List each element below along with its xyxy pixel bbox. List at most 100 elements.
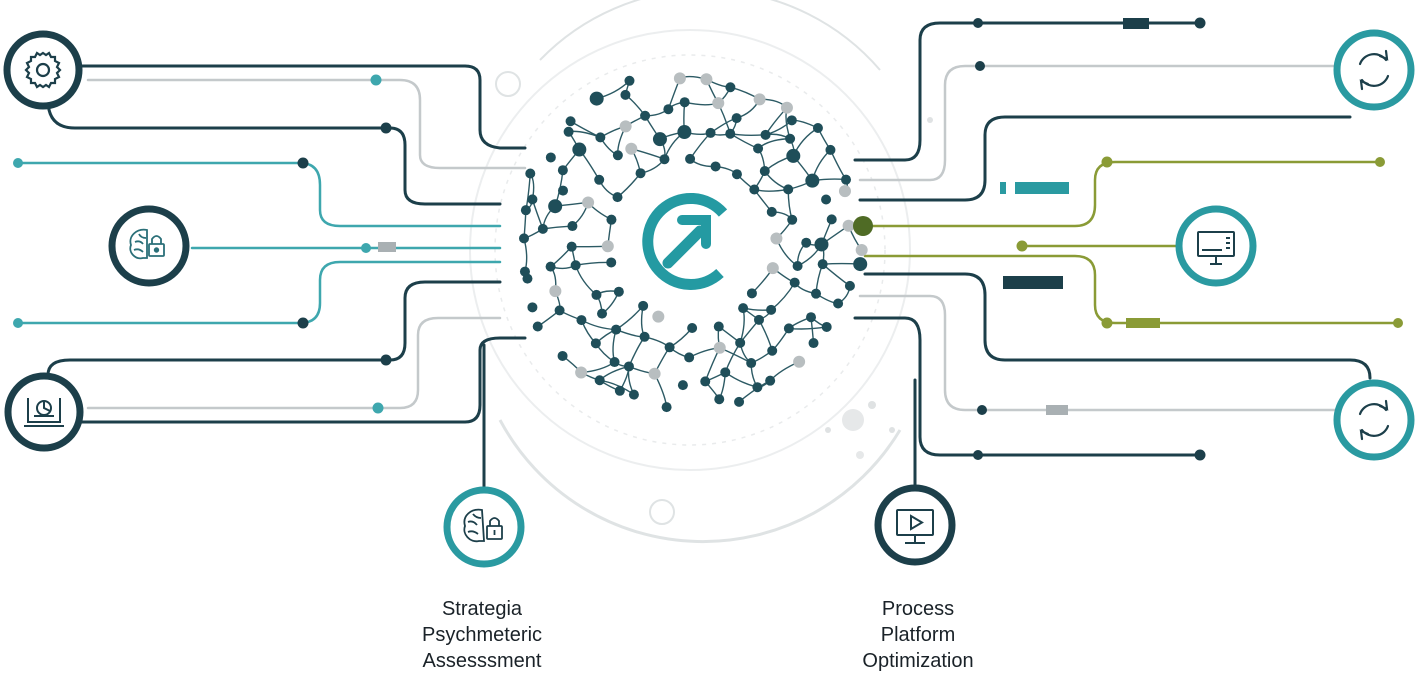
background-arcs <box>469 0 911 544</box>
hub-node <box>805 173 820 188</box>
caption-line: Assesssment <box>422 650 542 672</box>
strategia-brain-lock-node[interactable] <box>443 486 525 568</box>
hub-node <box>537 223 548 234</box>
hub-node <box>812 122 823 133</box>
process-caption: Process Platform Optimization <box>798 596 1038 674</box>
hub-node <box>725 82 736 93</box>
hub-node <box>687 322 698 333</box>
hub-node <box>760 129 771 140</box>
hub-node <box>853 257 868 272</box>
hub-node <box>652 132 667 147</box>
monitor-list-node[interactable] <box>1175 205 1257 287</box>
hub-node <box>532 321 543 332</box>
hub-edge <box>757 138 791 150</box>
hub-node <box>787 214 798 225</box>
hub-node <box>759 166 770 177</box>
refresh-bottom-node[interactable] <box>1333 379 1415 461</box>
hub-node <box>625 142 638 155</box>
hub-node <box>567 221 578 232</box>
hub-node <box>738 303 749 314</box>
hub-node <box>673 72 686 85</box>
hub-node <box>731 169 742 180</box>
hub-node <box>713 341 726 354</box>
hub-edge <box>788 326 827 330</box>
hub-edge <box>758 319 773 351</box>
hub-node <box>720 367 731 378</box>
connector-line <box>46 280 502 377</box>
hub-node <box>746 358 757 369</box>
hub-node <box>700 73 713 86</box>
connector-line <box>858 115 1352 202</box>
hub-node <box>663 104 674 115</box>
hub-node <box>545 152 556 163</box>
hub-node <box>806 312 817 323</box>
hub-node <box>563 126 574 137</box>
hub-node <box>611 324 622 335</box>
connector-line <box>853 316 1202 457</box>
hub-node <box>635 168 646 179</box>
hub-node <box>613 286 624 297</box>
hub-node <box>549 285 562 298</box>
hub-node <box>786 115 797 126</box>
brain-lock-icon-node[interactable] <box>108 205 190 287</box>
hub-node <box>590 338 601 349</box>
monitor-play-icon <box>896 509 934 544</box>
hub-edge <box>754 188 789 192</box>
hub-node <box>780 101 793 114</box>
hub-node <box>754 314 765 325</box>
connector-endpoints <box>13 17 1403 461</box>
hub-node <box>570 260 581 271</box>
hub-node <box>619 120 632 133</box>
hub-node <box>639 331 650 342</box>
hub-node <box>594 174 605 185</box>
hub-node-highlight <box>853 216 873 236</box>
hub-node <box>527 302 538 313</box>
hub-node <box>725 128 736 139</box>
hub-node <box>606 257 617 268</box>
hub-edge <box>525 173 531 211</box>
connector-line <box>853 21 1202 162</box>
hub-node <box>640 110 651 121</box>
hub-edge <box>574 265 597 296</box>
hub-node <box>767 345 778 356</box>
connector-line <box>86 78 527 170</box>
hub-node <box>519 266 530 277</box>
gear-icon-node[interactable] <box>3 30 83 110</box>
hub-node <box>594 375 605 386</box>
hub-node <box>685 153 696 164</box>
monitor-list-icon <box>1197 231 1235 265</box>
caption-line: Strategia <box>441 598 523 620</box>
hub-node <box>814 237 829 252</box>
hub-node <box>566 241 577 252</box>
laptop-chart-icon <box>24 398 64 427</box>
hub-edge <box>628 336 646 367</box>
hub-network-nodes <box>519 72 873 413</box>
hub-node <box>620 89 631 100</box>
hub-node <box>817 259 828 270</box>
hub-node <box>595 132 606 143</box>
hub-node <box>572 142 587 157</box>
hub-node <box>700 376 711 387</box>
hub-node <box>601 240 614 253</box>
laptop-chart-icon-node[interactable] <box>4 372 84 452</box>
hub-node <box>793 355 806 368</box>
strategia-caption: Strategia Psychmeteric Assesssment <box>362 596 602 674</box>
hub-node <box>766 304 777 315</box>
hub-node <box>811 288 822 299</box>
hub-node <box>808 338 819 349</box>
refresh-top-node[interactable] <box>1333 29 1415 111</box>
connector-line <box>16 260 502 325</box>
hub-node <box>606 214 617 225</box>
connector-line <box>46 98 502 206</box>
hub-edge <box>615 305 644 331</box>
hub-node <box>624 75 635 86</box>
process-play-node[interactable] <box>874 484 956 566</box>
hub-node <box>792 260 803 271</box>
hub-node <box>565 116 576 127</box>
left-connectors <box>16 64 527 492</box>
hub-node <box>752 382 763 393</box>
hub-node <box>765 375 776 386</box>
hub-edge <box>829 149 847 181</box>
hub-node <box>614 385 625 396</box>
